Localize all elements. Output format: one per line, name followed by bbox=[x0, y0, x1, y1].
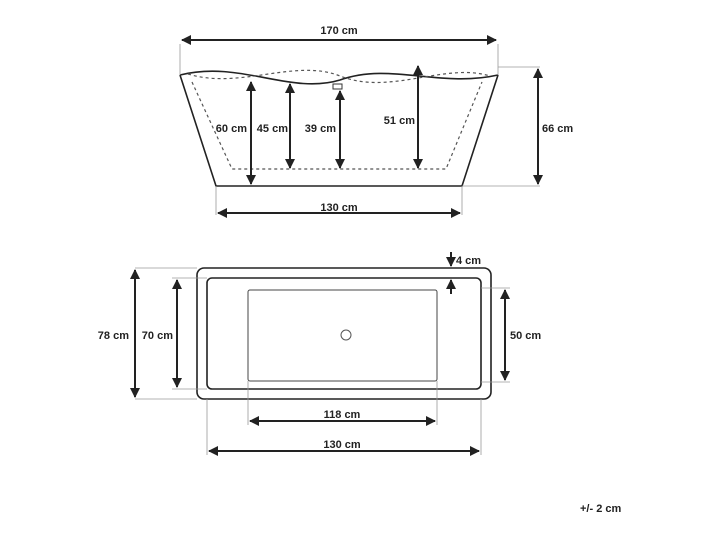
dim-label-outer-width: 78 cm bbox=[98, 330, 129, 342]
dim-label-base-length: 118 cm bbox=[324, 409, 361, 421]
dim-label-rim-thickness: 4 cm bbox=[456, 255, 481, 267]
dim-label-height-60: 60 cm bbox=[216, 123, 247, 135]
top-view-base bbox=[247, 289, 438, 382]
side-view-rim bbox=[179, 70, 499, 85]
dim-label-base-length: 130 cm bbox=[320, 202, 358, 214]
side-view: 170 cm 60 cm 45 cm 39 cm 51 cm 66 cm 130… bbox=[179, 25, 573, 218]
dim-label-inner-height: 51 cm bbox=[384, 115, 415, 127]
top-view: 4 cm 78 cm 70 cm 50 cm 118 cm 130 cm bbox=[98, 252, 541, 456]
top-view-outer-rim bbox=[196, 267, 492, 400]
side-view-rim-inner bbox=[187, 69, 491, 84]
dim-label-overflow-height: 39 cm bbox=[305, 123, 336, 135]
dim-label-depth-45: 45 cm bbox=[257, 123, 288, 135]
drain-icon bbox=[340, 329, 352, 341]
dim-label-total-height: 66 cm bbox=[542, 123, 573, 135]
dim-label-base-width: 50 cm bbox=[510, 330, 541, 342]
top-view-inner-rim bbox=[206, 277, 482, 390]
overflow-drain-icon bbox=[332, 83, 343, 90]
tolerance-note: +/- 2 cm bbox=[580, 503, 621, 515]
side-view-tub-outline bbox=[179, 74, 499, 187]
dim-label-inner-length: 130 cm bbox=[323, 439, 361, 451]
dim-label-total-length: 170 cm bbox=[320, 25, 358, 37]
side-view-inner-basin bbox=[191, 81, 483, 170]
dim-label-inner-width: 70 cm bbox=[142, 330, 173, 342]
